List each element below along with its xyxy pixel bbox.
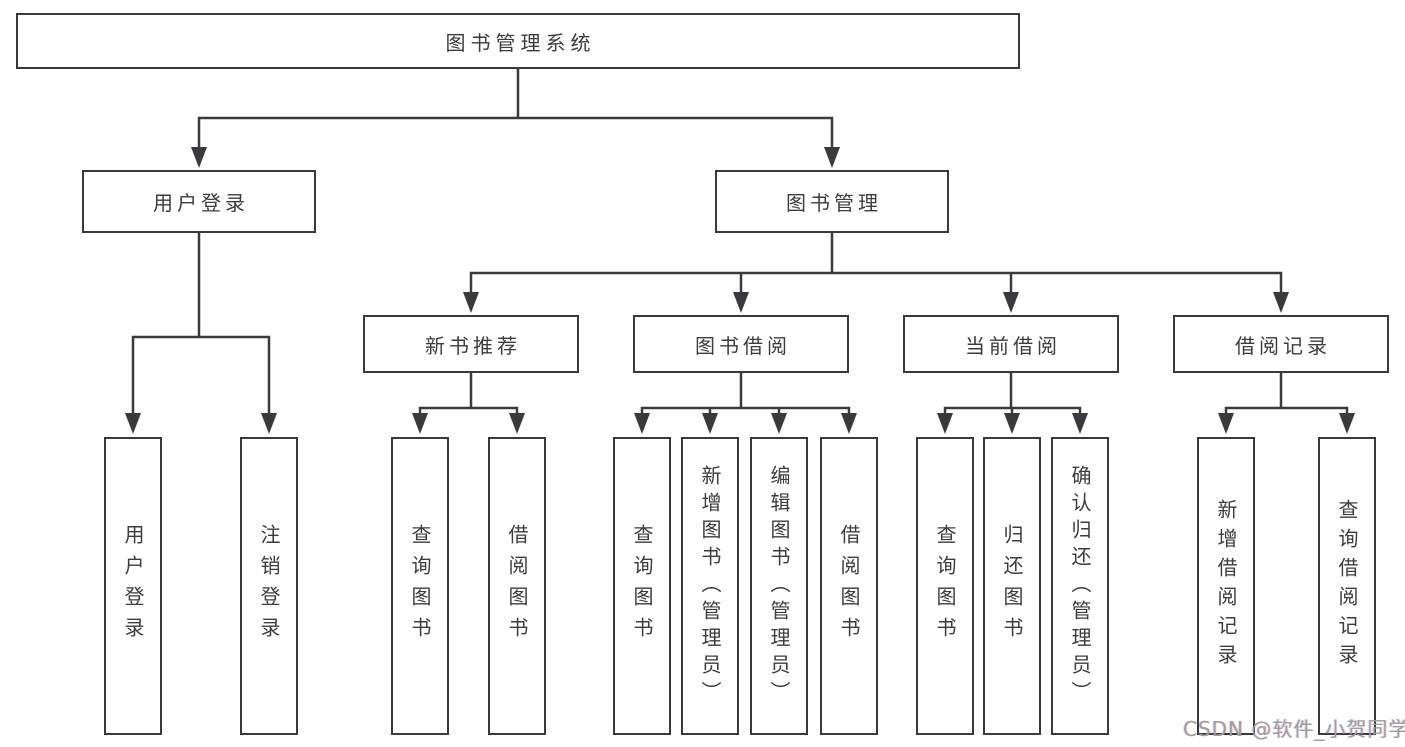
leaf-label: 注销登录: [257, 524, 281, 648]
arrow-down-icon: [463, 292, 479, 313]
arrow-down-icon: [824, 147, 840, 168]
node-label: 借阅记录: [1235, 333, 1331, 358]
leaf-nb-query-books: 查询图书: [391, 437, 449, 735]
arrow-down-icon: [634, 413, 650, 434]
leaf-label: 编辑图书（管理员）: [767, 464, 791, 708]
leaf-label: 查询图书: [630, 524, 654, 648]
arrow-down-icon: [1004, 413, 1020, 434]
node-label: 当前借阅: [965, 333, 1061, 358]
node-borrowing-records: 借阅记录: [1173, 315, 1389, 373]
node-label: 新书推荐: [425, 333, 521, 358]
node-current-borrowing: 当前借阅: [903, 315, 1119, 373]
arrow-down-icon: [702, 413, 718, 434]
leaf-label: 查询图书: [933, 524, 957, 648]
node-label: 图书管理系统: [445, 30, 596, 55]
leaf-logout: 注销登录: [240, 437, 298, 735]
leaf-cb-confirm-return-admin: 确认归还（管理员）: [1051, 437, 1109, 735]
arrow-down-icon: [1003, 292, 1019, 313]
arrow-down-icon: [1072, 413, 1088, 434]
arrow-down-icon: [261, 413, 277, 434]
connector-current-borrowing-to-leaves: [937, 371, 1088, 434]
arrow-down-icon: [1339, 413, 1355, 434]
node-book-borrowing: 图书借阅: [633, 315, 849, 373]
connector-root-to-level2: [191, 67, 840, 168]
node-user-login: 用户登录: [82, 170, 316, 233]
leaf-label: 确认归还（管理员）: [1068, 464, 1092, 708]
arrow-down-icon: [1273, 292, 1289, 313]
arrow-down-icon: [191, 147, 207, 168]
arrow-down-icon: [1218, 413, 1234, 434]
node-root-library-system: 图书管理系统: [16, 13, 1020, 69]
connector-borrowing-records-to-leaves: [1218, 371, 1355, 434]
node-book-management: 图书管理: [715, 170, 949, 233]
connector-new-book-recommend-to-leaves: [412, 371, 525, 434]
leaf-label: 查询借阅记录: [1335, 499, 1359, 673]
leaf-label: 归还图书: [1000, 524, 1024, 648]
arrow-down-icon: [412, 413, 428, 434]
leaf-cb-return-books: 归还图书: [983, 437, 1041, 735]
leaf-bb-borrow-books: 借阅图书: [820, 437, 878, 735]
leaf-label: 查询图书: [408, 524, 432, 648]
arrow-down-icon: [841, 413, 857, 434]
connector-book-management-to-level3: [463, 231, 1289, 313]
connector-user-login-to-leaves: [125, 231, 277, 434]
leaf-label: 新增借阅记录: [1214, 499, 1238, 673]
leaf-label: 新增图书（管理员）: [698, 464, 722, 708]
node-new-book-recommend: 新书推荐: [363, 315, 579, 373]
arrow-down-icon: [733, 292, 749, 313]
node-label: 图书管理: [786, 191, 882, 215]
leaf-label: 借阅图书: [837, 524, 861, 648]
arrow-down-icon: [125, 413, 141, 434]
leaf-bb-query-books: 查询图书: [613, 437, 671, 735]
connector-book-borrowing-to-leaves: [634, 371, 857, 434]
csdn-watermark: CSDN @软件_小贺同学: [1183, 717, 1405, 741]
arrow-down-icon: [509, 413, 525, 434]
leaf-label: 借阅图书: [505, 524, 529, 648]
node-label: 图书借阅: [695, 333, 791, 358]
leaf-nb-borrow-books: 借阅图书: [488, 437, 546, 735]
leaf-bb-add-books-admin: 新增图书（管理员）: [681, 437, 739, 735]
leaf-bb-edit-books-admin: 编辑图书（管理员）: [750, 437, 808, 735]
leaf-br-query-record: 查询借阅记录: [1318, 437, 1376, 735]
leaf-label: 用户登录: [121, 524, 145, 648]
arrow-down-icon: [937, 413, 953, 434]
node-label: 用户登录: [153, 191, 249, 215]
leaf-user-login: 用户登录: [104, 437, 162, 735]
arrow-down-icon: [771, 413, 787, 434]
leaf-cb-query-books: 查询图书: [916, 437, 974, 735]
leaf-br-add-record: 新增借阅记录: [1197, 437, 1255, 735]
